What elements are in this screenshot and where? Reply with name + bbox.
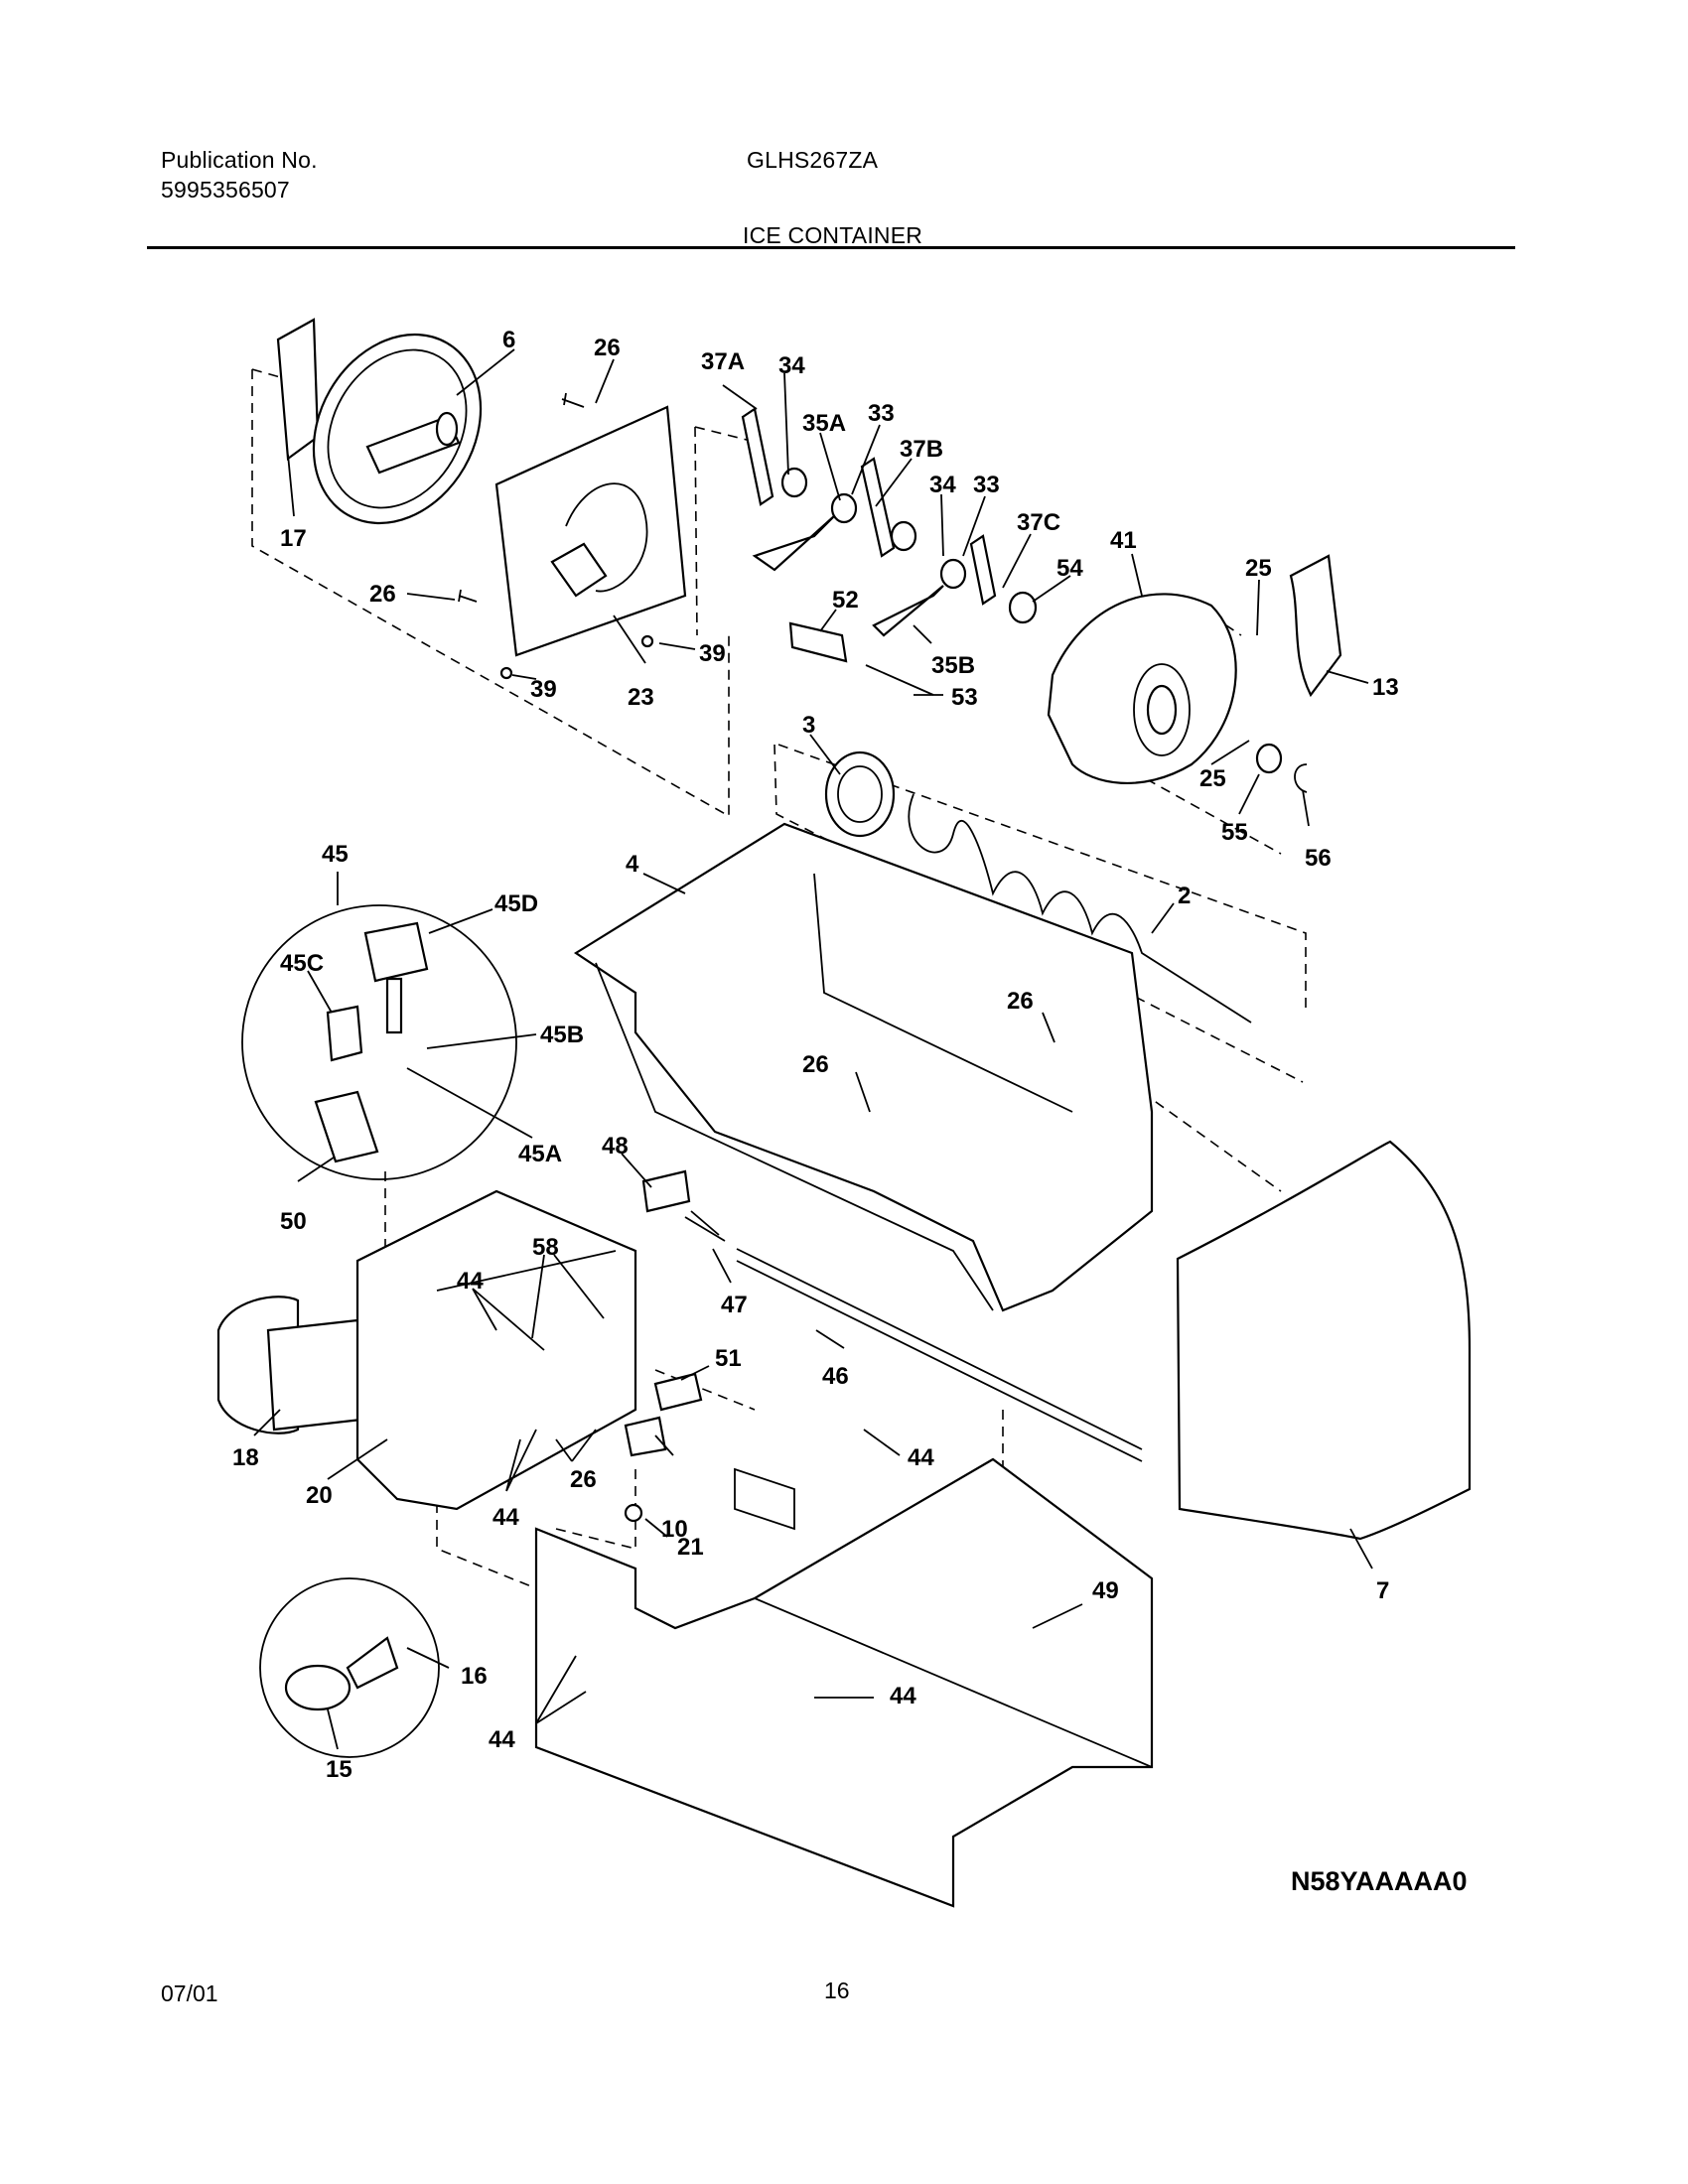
callout-23: 23	[628, 684, 654, 711]
callout-26: 26	[369, 581, 396, 608]
part-17-label-plate	[276, 318, 320, 462]
part-52-53-clip	[788, 621, 934, 696]
callout-55: 55	[1221, 819, 1248, 846]
callout-52: 52	[832, 587, 859, 614]
publication-number: 5995356507	[161, 177, 290, 203]
callout-6: 6	[502, 327, 515, 353]
callout-25: 25	[1245, 555, 1272, 582]
callout-54: 54	[1056, 555, 1083, 582]
callout-4: 4	[626, 851, 639, 878]
callout-34: 34	[778, 352, 805, 379]
callout-44: 44	[457, 1268, 484, 1295]
part-16-15-lamp	[259, 1577, 440, 1758]
callout-44: 44	[908, 1444, 934, 1471]
part-51-10-21-small	[624, 1372, 703, 1523]
callout-45B: 45B	[540, 1022, 584, 1048]
leader-lines	[253, 348, 1373, 1750]
callout-3: 3	[802, 712, 815, 739]
callout-26: 26	[594, 335, 621, 361]
callout-48: 48	[602, 1133, 629, 1160]
part-7-front-cover	[1176, 1140, 1472, 1541]
callout-35A: 35A	[802, 410, 846, 437]
callout-21: 21	[677, 1534, 704, 1561]
callout-46: 46	[822, 1363, 849, 1390]
callout-45A: 45A	[518, 1141, 562, 1167]
part-33-34-spacers	[780, 467, 1038, 624]
callout-15: 15	[326, 1756, 352, 1783]
callout-10: 10	[661, 1516, 688, 1543]
callout-44: 44	[489, 1726, 515, 1753]
detail-45-circle	[241, 904, 517, 1180]
screws-26-39	[458, 392, 654, 680]
callout-26: 26	[570, 1466, 597, 1493]
part-20-housing	[355, 1189, 637, 1511]
callout-51: 51	[715, 1345, 742, 1372]
callout-44: 44	[890, 1683, 916, 1709]
part-46-rod	[736, 1248, 1143, 1462]
model-number: GLHS267ZA	[747, 147, 879, 173]
callout-2: 2	[1178, 883, 1191, 909]
callout-33: 33	[868, 400, 895, 427]
callout-34: 34	[929, 472, 956, 498]
callout-41: 41	[1110, 527, 1137, 554]
callout-13: 13	[1372, 674, 1399, 701]
callout-26: 26	[1007, 988, 1034, 1015]
callout-53: 53	[951, 684, 978, 711]
callout-16: 16	[461, 1663, 488, 1690]
callout-49: 49	[1092, 1577, 1119, 1604]
part-18-motor	[216, 1296, 363, 1434]
callout-35B: 35B	[931, 652, 975, 679]
part-3-collar	[824, 751, 896, 838]
part-48-47-spring	[641, 1169, 726, 1242]
callout-17: 17	[280, 525, 307, 552]
header-rule	[147, 246, 1515, 249]
callout-58: 58	[532, 1234, 559, 1261]
callout-45C: 45C	[280, 950, 324, 977]
part-23-housing-plate	[494, 405, 687, 657]
callout-50: 50	[280, 1208, 307, 1235]
callout-56: 56	[1305, 845, 1332, 872]
part-37-blades	[741, 407, 997, 637]
part-4-ice-bucket	[573, 822, 1154, 1312]
part-13-bracket	[1289, 554, 1342, 698]
callout-7: 7	[1376, 1577, 1389, 1604]
part-6-auger-drum	[312, 333, 483, 525]
part-41-motor-cover	[1047, 593, 1237, 784]
section-title: ICE CONTAINER	[743, 222, 923, 248]
diagram-code: N58YAAAAA0	[1291, 1866, 1468, 1896]
callout-37B: 37B	[900, 436, 943, 463]
callout-37C: 37C	[1017, 509, 1060, 536]
footer-date: 07/01	[161, 1980, 218, 2006]
page-number: 16	[824, 1978, 850, 2003]
callout-26: 26	[802, 1051, 829, 1078]
callout-39: 39	[699, 640, 726, 667]
callout-44: 44	[492, 1504, 519, 1531]
callout-45: 45	[322, 841, 349, 868]
part-2-auger-spring	[908, 793, 1252, 1024]
callout-37A: 37A	[701, 348, 745, 375]
callout-20: 20	[306, 1482, 333, 1509]
part-49-lower-shield	[534, 1457, 1154, 1908]
callout-18: 18	[232, 1444, 259, 1471]
callout-33: 33	[973, 472, 1000, 498]
publication-label: Publication No.	[161, 147, 318, 173]
callout-45D: 45D	[494, 890, 538, 917]
part-55-56-rings	[1255, 743, 1308, 793]
callout-47: 47	[721, 1292, 748, 1318]
callout-39: 39	[530, 676, 557, 703]
callout-25: 25	[1199, 765, 1226, 792]
